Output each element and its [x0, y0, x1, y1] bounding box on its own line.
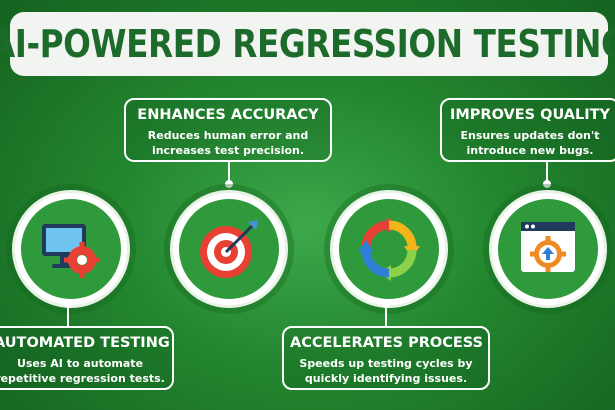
monitor-gear-icon: [42, 224, 100, 278]
card-description: Uses AI to automate repetitive regressio…: [0, 357, 165, 385]
connector-line: [546, 162, 548, 184]
card-enhances-accuracy: ENHANCES ACCURACY Reduces human error an…: [124, 98, 332, 162]
connector-line: [67, 304, 69, 326]
node-automated-testing: [12, 190, 130, 308]
node-accelerates-process: [330, 190, 448, 308]
card-title: ACCELERATES PROCESS: [290, 335, 484, 351]
connector-line: [385, 304, 387, 326]
target-arrow-icon: [200, 220, 258, 278]
connector-dot: [225, 180, 233, 188]
card-accelerates-process: ACCELERATES PROCESS Speeds up testing cy…: [282, 326, 490, 390]
browser-gear-upload-icon: [521, 222, 575, 272]
connector-dot: [543, 180, 551, 188]
card-description: Reduces human error and increases test p…: [147, 129, 309, 157]
page-title: AI-POWERED REGRESSION TESTING: [0, 22, 615, 66]
recycle-arrows-icon: [358, 217, 420, 281]
card-title: IMPROVES QUALITY: [449, 107, 611, 123]
card-title: ENHANCES ACCURACY: [137, 107, 319, 123]
node-improves-quality: [489, 190, 607, 308]
node-enhances-accuracy: [170, 190, 288, 308]
title-banner: AI-POWERED REGRESSION TESTING: [0, 12, 615, 76]
card-description: Ensures updates don't introduce new bugs…: [460, 129, 600, 157]
card-improves-quality: IMPROVES QUALITY Ensures updates don't i…: [440, 98, 615, 162]
card-description: Speeds up testing cycles by quickly iden…: [299, 357, 473, 385]
connector-line: [228, 162, 230, 184]
card-title: AUTOMATED TESTING: [0, 335, 170, 351]
card-automated-testing: AUTOMATED TESTING Uses AI to automate re…: [0, 326, 174, 390]
